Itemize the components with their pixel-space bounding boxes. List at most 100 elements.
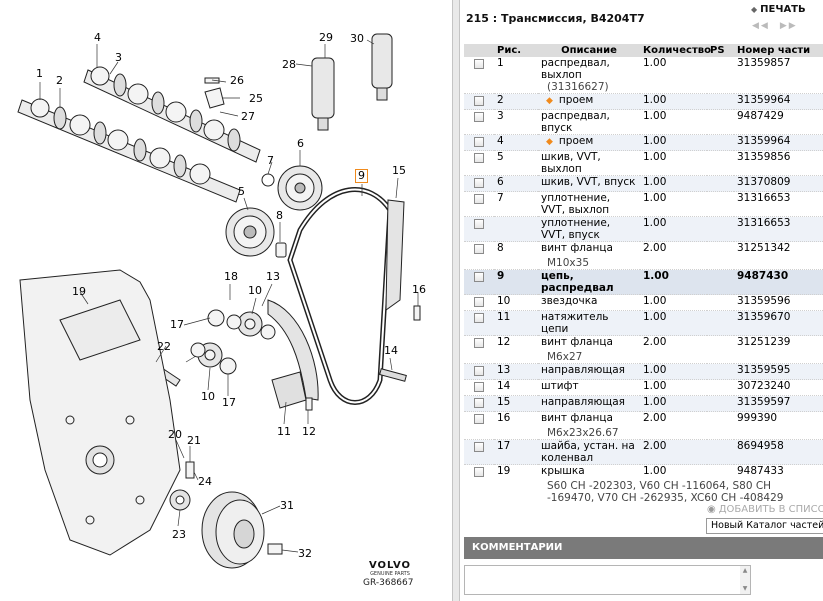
col-quantity[interactable]: Количество xyxy=(640,44,711,57)
scroll-up-icon[interactable]: ▲ xyxy=(742,567,748,574)
callout-29[interactable]: 29 xyxy=(319,31,333,44)
row-part-number[interactable]: 31316653 xyxy=(734,216,823,242)
callout-15[interactable]: 15 xyxy=(392,164,406,177)
callout-22[interactable]: 22 xyxy=(157,340,171,353)
callout-1[interactable]: 1 xyxy=(36,67,43,80)
callout-6[interactable]: 6 xyxy=(297,137,304,150)
row-checkbox[interactable] xyxy=(474,244,484,254)
row-checkbox[interactable] xyxy=(474,178,484,188)
row-checkbox[interactable] xyxy=(474,297,484,307)
row-checkbox[interactable] xyxy=(474,442,484,452)
row-checkbox[interactable] xyxy=(474,272,484,282)
callout-4[interactable]: 4 xyxy=(94,31,101,44)
callout-3[interactable]: 3 xyxy=(115,51,122,64)
callout-10b[interactable]: 10 xyxy=(201,390,215,403)
row-checkbox[interactable] xyxy=(474,467,484,477)
row-part-number[interactable]: 30723240 xyxy=(734,379,823,396)
row-checkbox[interactable] xyxy=(474,59,484,69)
print-button[interactable]: ◆ПЕЧАТЬ xyxy=(751,4,806,15)
row-checkbox[interactable] xyxy=(474,366,484,376)
row-checkbox[interactable] xyxy=(474,219,484,229)
row-part-number[interactable]: 999390 xyxy=(734,411,823,427)
callout-25[interactable]: 25 xyxy=(249,92,263,105)
comments-scrollbar[interactable]: ▲▼ xyxy=(740,566,750,594)
row-part-number[interactable]: 31359597 xyxy=(734,395,823,412)
col-part-number[interactable]: Номер части xyxy=(734,44,823,57)
catalog-select[interactable]: Новый Каталог частей xyxy=(706,518,823,534)
row-part-number[interactable]: 31359964 xyxy=(734,134,823,151)
callout-24[interactable]: 24 xyxy=(198,475,212,488)
callout-23[interactable]: 23 xyxy=(172,528,186,541)
callout-16[interactable]: 16 xyxy=(412,283,426,296)
callout-18[interactable]: 18 xyxy=(224,270,238,283)
callout-12[interactable]: 12 xyxy=(302,425,316,438)
callout-17b[interactable]: 17 xyxy=(222,396,236,409)
row-checkbox[interactable] xyxy=(474,414,484,424)
row-part-number[interactable]: 31359857 xyxy=(737,57,791,69)
callout-14[interactable]: 14 xyxy=(384,344,398,357)
panel-splitter[interactable] xyxy=(452,0,460,601)
callout-17[interactable]: 17 xyxy=(170,318,184,331)
pager-prev-button[interactable]: ◀◀ xyxy=(752,21,770,31)
row-checkbox[interactable] xyxy=(474,112,484,122)
row-checkbox[interactable] xyxy=(474,313,484,323)
row-part-number[interactable]: 31316653 xyxy=(734,191,823,217)
add-to-list-button[interactable]: ◉ДОБАВИТЬ В СПИСОК xyxy=(707,504,823,515)
row-part-number[interactable]: 9487433 xyxy=(734,464,823,480)
callout-27[interactable]: 27 xyxy=(241,110,255,123)
callout-2[interactable]: 2 xyxy=(56,74,63,87)
row-checkbox[interactable] xyxy=(474,137,484,147)
callout-19[interactable]: 19 xyxy=(72,285,86,298)
callout-7[interactable]: 7 xyxy=(267,154,274,167)
row-part-number[interactable]: 31251342 xyxy=(734,241,823,257)
row-part-number[interactable]: 9487429 xyxy=(734,109,823,135)
callout-32[interactable]: 32 xyxy=(298,547,312,560)
row-part-number[interactable]: 31359964 xyxy=(734,93,823,110)
callout-31[interactable]: 31 xyxy=(280,499,294,512)
callout-8[interactable]: 8 xyxy=(276,209,283,222)
col-ref[interactable]: Рис. xyxy=(494,44,538,57)
row-part-number[interactable]: 31370809 xyxy=(734,175,823,192)
col-description[interactable]: Описание xyxy=(538,44,640,57)
row-part-number[interactable]: 8694958 xyxy=(734,439,823,465)
row-checkbox[interactable] xyxy=(474,338,484,348)
callout-13[interactable]: 13 xyxy=(266,270,280,283)
pager-next-button[interactable]: ▶▶ xyxy=(779,21,798,31)
row-checkbox[interactable] xyxy=(474,194,484,204)
callout-10[interactable]: 10 xyxy=(248,284,262,297)
row-part-number[interactable]: 31359670 xyxy=(734,310,823,336)
col-ps[interactable]: PS xyxy=(707,44,734,57)
callout-21[interactable]: 21 xyxy=(187,434,201,447)
row-part-number[interactable]: 31251239 xyxy=(734,335,823,351)
row-part-number[interactable]: 31359595 xyxy=(734,363,823,380)
row-part-number[interactable]: 31359596 xyxy=(734,294,823,311)
callout-28[interactable]: 28 xyxy=(282,58,296,71)
callout-30[interactable]: 30 xyxy=(350,32,364,45)
row-part-number[interactable]: 31359856 xyxy=(734,150,823,176)
row-checkbox[interactable] xyxy=(474,398,484,408)
row-checkbox[interactable] xyxy=(474,153,484,163)
callout-26[interactable]: 26 xyxy=(230,74,244,87)
callout-9[interactable]: 9 xyxy=(355,169,368,183)
row-part-number[interactable]: 9487430 xyxy=(734,269,823,295)
callout-11[interactable]: 11 xyxy=(277,425,291,438)
callout-5[interactable]: 5 xyxy=(238,185,245,198)
row-checkbox[interactable] xyxy=(474,96,484,106)
